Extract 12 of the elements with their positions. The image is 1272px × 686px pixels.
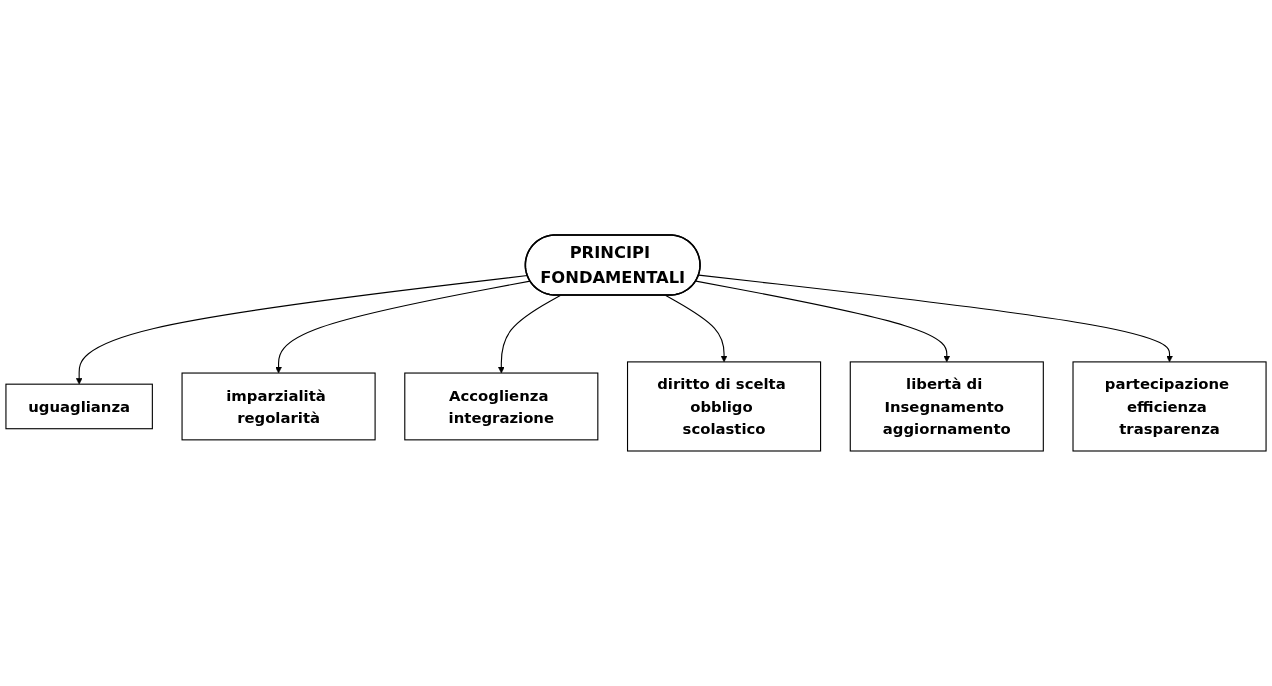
arrow bbox=[695, 280, 951, 363]
node-box: imparzialità regolarità bbox=[181, 372, 376, 441]
node-box: diritto di scelta obbligo scolastico bbox=[626, 361, 822, 452]
node-box: Accoglienza integrazione bbox=[404, 372, 599, 441]
arrow bbox=[275, 280, 531, 374]
arrow bbox=[665, 294, 728, 363]
node-box: libertà di Insegnamento aggiornamento bbox=[849, 361, 1044, 452]
node-box: partecipazione efficienza trasparenza bbox=[1072, 361, 1267, 452]
arrow bbox=[698, 274, 1173, 363]
node-box: uguaglianza bbox=[5, 383, 153, 430]
arrow bbox=[498, 294, 561, 374]
arrow bbox=[75, 275, 529, 385]
